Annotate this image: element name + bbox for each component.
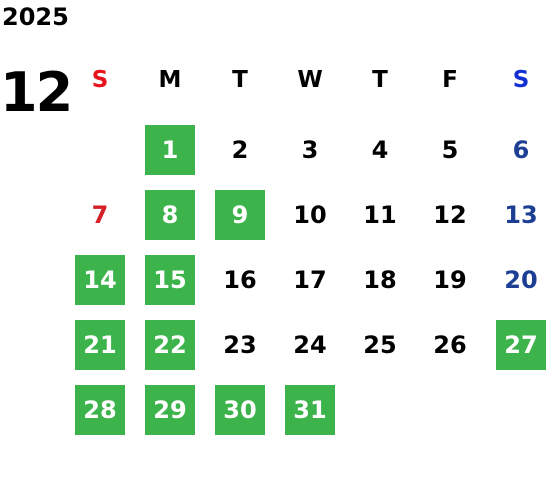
calendar-day-26[interactable]: 26 xyxy=(433,331,467,359)
weekday-sunday: S xyxy=(91,67,109,93)
calendar-day-25[interactable]: 25 xyxy=(363,331,397,359)
calendar-day-1[interactable]: 1 xyxy=(145,125,195,175)
calendar-day-23[interactable]: 23 xyxy=(223,331,257,359)
calendar-day-12[interactable]: 12 xyxy=(433,201,467,229)
calendar-day-11[interactable]: 11 xyxy=(363,201,397,229)
weekday-wednesday: W xyxy=(297,67,323,93)
weekday-friday: F xyxy=(442,67,458,93)
calendar-day-4[interactable]: 4 xyxy=(371,136,389,164)
weekday-header-row: S M T W T F S xyxy=(0,60,548,100)
calendar-day-31[interactable]: 31 xyxy=(285,385,335,435)
calendar-day-6[interactable]: 6 xyxy=(512,136,530,164)
calendar-day-18[interactable]: 18 xyxy=(363,266,397,294)
calendar-day-30[interactable]: 30 xyxy=(215,385,265,435)
calendar-day-3[interactable]: 3 xyxy=(301,136,319,164)
calendar-day-24[interactable]: 24 xyxy=(293,331,327,359)
weekday-saturday: S xyxy=(512,67,530,93)
calendar-day-20[interactable]: 20 xyxy=(504,266,538,294)
calendar-day-2[interactable]: 2 xyxy=(231,136,249,164)
calendar-day-28[interactable]: 28 xyxy=(75,385,125,435)
calendar-day-9[interactable]: 9 xyxy=(215,190,265,240)
calendar-day-10[interactable]: 10 xyxy=(293,201,327,229)
calendar-day-29[interactable]: 29 xyxy=(145,385,195,435)
calendar-day-16[interactable]: 16 xyxy=(223,266,257,294)
calendar-day-7[interactable]: 7 xyxy=(91,201,109,229)
calendar-year: 2025 xyxy=(2,3,69,31)
calendar-day-8[interactable]: 8 xyxy=(145,190,195,240)
calendar-day-19[interactable]: 19 xyxy=(433,266,467,294)
calendar-month: 12 xyxy=(0,61,73,124)
calendar-day-22[interactable]: 22 xyxy=(145,320,195,370)
calendar-day-21[interactable]: 21 xyxy=(75,320,125,370)
calendar-day-17[interactable]: 17 xyxy=(293,266,327,294)
calendar-day-14[interactable]: 14 xyxy=(75,255,125,305)
calendar-day-5[interactable]: 5 xyxy=(441,136,459,164)
calendar-day-13[interactable]: 13 xyxy=(504,201,538,229)
weekday-tuesday: T xyxy=(232,67,248,93)
calendar-day-27[interactable]: 27 xyxy=(496,320,546,370)
weekday-thursday: T xyxy=(372,67,388,93)
weekday-monday: M xyxy=(158,67,182,93)
calendar-day-15[interactable]: 15 xyxy=(145,255,195,305)
